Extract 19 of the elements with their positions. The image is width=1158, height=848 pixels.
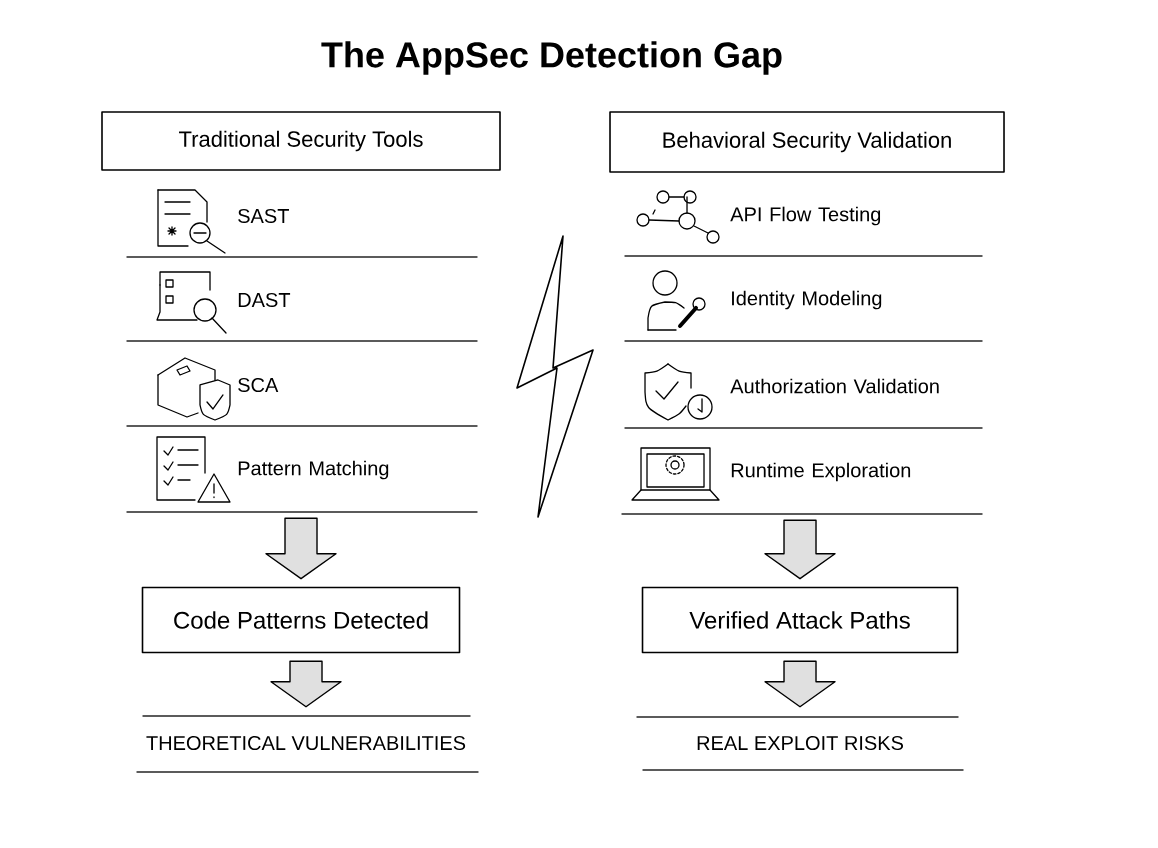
- row-label: Identity Modeling: [732, 290, 882, 310]
- row-label: DAST: [238, 292, 291, 308]
- row-label: API Flow Testing: [730, 206, 881, 226]
- row-label: Authorization Validation: [730, 378, 939, 394]
- row-label: SAST: [238, 208, 289, 224]
- result-label: REAL EXPLOIT RISKS: [697, 735, 903, 751]
- title-box: Traditional Security Tools: [101, 111, 501, 171]
- title-box: Code Patterns Detected: [141, 586, 461, 654]
- result-label: THEORETICAL VULNERABILITIES: [146, 735, 466, 751]
- block-arrow: [764, 519, 836, 580]
- block-arrow: [764, 660, 836, 708]
- block-arrow: [265, 517, 337, 580]
- title-box: Verified Attack Paths: [641, 586, 959, 654]
- row-label: Pattern Matching: [238, 460, 389, 480]
- row-label: SCA: [238, 377, 279, 393]
- title-box: Behavioral Security Validation: [609, 111, 1005, 173]
- title: The AppSec Detection Gap: [321, 41, 782, 75]
- block-arrow: [270, 660, 342, 708]
- row-label: Runtime Exploration: [731, 462, 911, 482]
